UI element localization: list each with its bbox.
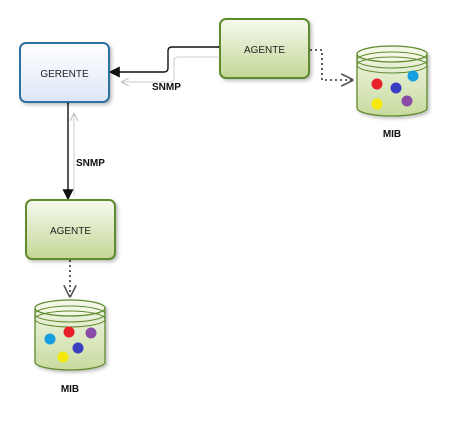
data-dot-red xyxy=(63,326,75,338)
snmp-label-vertical: SNMP xyxy=(76,158,105,169)
data-dot-yellow xyxy=(371,98,383,110)
data-dot-blue xyxy=(390,82,402,94)
manager-label: GERENTE xyxy=(40,69,89,80)
data-dot-purple xyxy=(401,95,413,107)
data-dot-cyan xyxy=(407,70,419,82)
mib-database-top[interactable] xyxy=(356,45,428,117)
mib-database-bottom[interactable] xyxy=(34,299,106,371)
agent-top-label: AGENTE xyxy=(244,45,285,56)
agent-bottom-label: AGENTE xyxy=(50,226,91,237)
snmp-connector-horizontal xyxy=(108,41,228,78)
mib-bottom-label: MIB xyxy=(61,384,79,395)
snmp-label-horizontal: SNMP xyxy=(152,82,181,93)
mib-bottom-data-dots xyxy=(44,326,97,363)
dotted-connector-top xyxy=(310,49,352,80)
data-dot-purple xyxy=(85,327,97,339)
snmp-return-horizontal xyxy=(122,56,218,82)
data-dot-cyan xyxy=(44,333,56,345)
data-dot-yellow xyxy=(57,351,69,363)
manager-node[interactable]: GERENTE xyxy=(19,42,110,103)
data-dot-blue xyxy=(72,342,84,354)
data-dot-red xyxy=(371,78,383,90)
mib-top-label: MIB xyxy=(383,129,401,140)
agent-node-top[interactable]: AGENTE xyxy=(219,18,310,79)
mib-top-data-dots xyxy=(371,70,419,110)
agent-node-bottom[interactable]: AGENTE xyxy=(25,199,116,260)
